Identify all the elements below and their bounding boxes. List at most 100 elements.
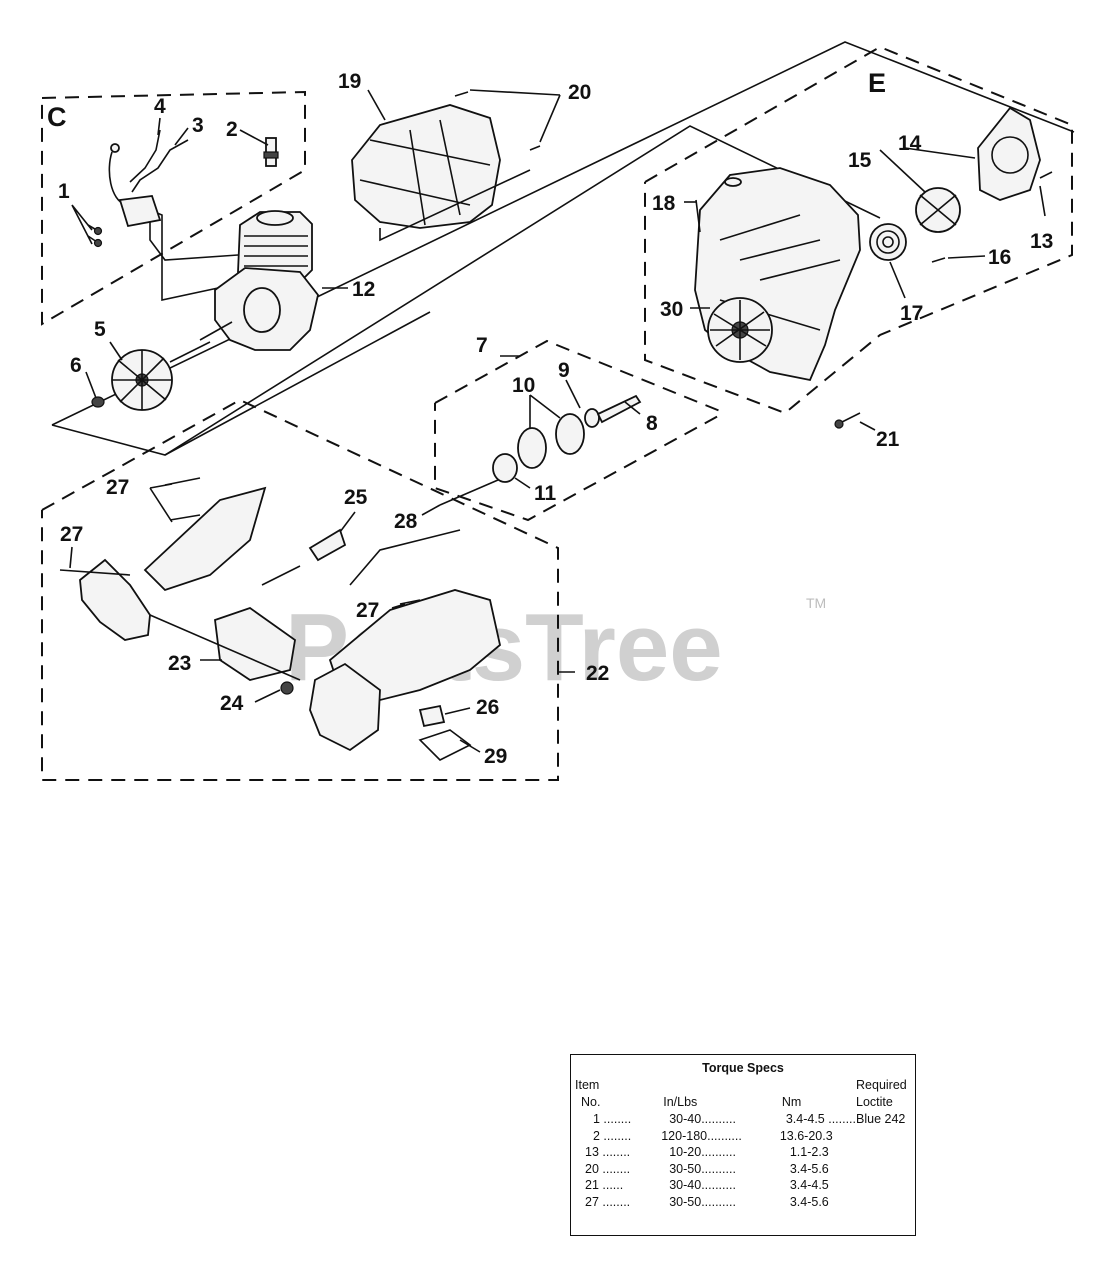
crankshaft-icon — [199, 321, 233, 341]
callout-16: 16 — [988, 246, 1011, 269]
clutch-drum-11-icon — [492, 453, 518, 483]
recoil-spring-coil-inner-icon — [882, 236, 894, 248]
torque-inlbs: 30-40.......... — [669, 1112, 736, 1126]
fan-housing-ribs-icon — [719, 214, 841, 331]
torque-item: 2 ........ — [593, 1128, 632, 1143]
engine-assembly-outline-3 — [164, 311, 431, 456]
torque-row: 2 ........ 120-180.......... 13.6-20.3 — [575, 1128, 907, 1145]
callout-13: 13 — [1030, 230, 1053, 253]
torque-nm: 1.1-2.3 — [789, 1145, 829, 1159]
ignition-terminal-icon — [110, 143, 120, 153]
header-inlbs: In/Lbs — [663, 1095, 698, 1109]
torque-item: 27 ........ — [585, 1194, 631, 1209]
torque-inlbs: 30-50.......... — [669, 1194, 736, 1209]
upper-housing-icon — [351, 104, 501, 229]
lead-wire-4-icon — [129, 129, 161, 183]
callout-18: 18 — [652, 192, 676, 215]
clutch-group-boundary — [434, 339, 721, 522]
fan-housing-spokes-icon — [710, 300, 770, 360]
callout-12: 12 — [352, 278, 375, 301]
callout-30: 30 — [660, 298, 683, 321]
starter-cover-ring-icon — [991, 136, 1029, 174]
torque-specs-title: Torque Specs — [702, 1061, 784, 1075]
callout-26: 26 — [476, 696, 499, 719]
torque-header-row-2: No. In/Lbs Nm Loctite — [575, 1094, 907, 1111]
header-required: Required — [856, 1078, 907, 1092]
callout-25: 25 — [344, 486, 368, 509]
shaft-8-icon — [596, 394, 642, 424]
tube-axis-line — [149, 614, 301, 681]
header-loctite: Loctite — [856, 1095, 893, 1109]
flywheel-axis-line — [169, 341, 211, 363]
flywheel-vanes-icon — [112, 350, 172, 410]
ground-wire-3-icon — [131, 139, 189, 193]
callout-23: 23 — [168, 652, 191, 675]
torque-loctite — [856, 1144, 907, 1161]
housing-screw-20-icon — [454, 91, 541, 151]
callout-11: 11 — [534, 482, 557, 505]
crankcase-bearing-icon — [243, 287, 281, 333]
starter-cover-icon — [977, 106, 1041, 201]
callout-15: 15 — [848, 149, 872, 172]
torque-nm: 3.4-5.6 — [789, 1161, 829, 1176]
torque-row: 27 ........ 30-50.......... 3.4-5.6 — [575, 1194, 907, 1211]
recoil-spring-coil-icon — [876, 230, 900, 254]
tube-cover-icon — [309, 662, 381, 752]
recoil-spring-icon — [869, 223, 907, 261]
section-e-label: E — [868, 68, 886, 98]
torque-item: 20 ........ — [585, 1161, 631, 1176]
torque-nm: 3.4-4.5 ........ — [785, 1112, 857, 1126]
clutch-shoe-10b-icon — [555, 413, 585, 455]
throttle-cable-icon — [261, 565, 301, 586]
torque-inlbs: 120-180.......... — [661, 1128, 742, 1143]
torque-inlbs: 30-50.......... — [669, 1161, 736, 1176]
tube-coupler-23-icon — [214, 606, 296, 681]
washer-9-icon — [584, 408, 600, 428]
torque-nm: 13.6-20.3 — [779, 1128, 833, 1143]
upper-housing-ribs-icon — [359, 119, 491, 226]
handle-bracket-icon — [143, 486, 267, 592]
callout-19: 19 — [338, 70, 361, 93]
torque-specs-table: Torque Specs Item Required No. In/Lbs Nm… — [570, 1054, 916, 1236]
callout-5: 5 — [94, 318, 106, 341]
torque-nm: 3.4-5.6 — [789, 1194, 829, 1209]
torque-row: 1 ........ 30-40.......... 3.4-4.5 .....… — [575, 1111, 907, 1128]
torque-inlbs: 10-20.......... — [669, 1145, 736, 1159]
section-c-label: C — [47, 102, 67, 132]
screw-head-1a-icon — [93, 226, 103, 236]
callout-8: 8 — [646, 412, 658, 435]
torque-loctite — [856, 1194, 907, 1211]
header-item: Item — [575, 1078, 600, 1092]
spark-plug-hex-icon — [263, 151, 279, 159]
callout-22: 22 — [586, 662, 609, 685]
watermark-tm: TM — [806, 595, 826, 611]
torque-row: 13 ........ 10-20.......... 1.1-2.3 — [575, 1144, 907, 1161]
callout-24: 24 — [220, 692, 244, 715]
cylinder-fins-icon — [244, 235, 308, 267]
clutch-axis-line — [439, 479, 499, 506]
callout-10: 10 — [512, 374, 535, 397]
callout-20: 20 — [568, 81, 591, 104]
section-e-boundary — [644, 45, 1073, 415]
torque-loctite — [856, 1161, 907, 1178]
screw-21-head-icon — [834, 419, 844, 429]
torque-nm: 3.4-4.5 — [789, 1178, 829, 1192]
nut-24-icon — [280, 681, 294, 695]
callout-9: 9 — [558, 359, 570, 382]
callout-14: 14 — [898, 132, 922, 155]
clip-18-icon — [724, 177, 742, 187]
callout-21: 21 — [876, 428, 900, 451]
callout-7: 7 — [476, 334, 488, 357]
torque-row: 21 ...... 30-40.......... 3.4-4.5 — [575, 1177, 907, 1194]
torque-item: 13 ........ — [585, 1145, 631, 1159]
screw-head-1b-icon — [93, 238, 103, 248]
callout-27-c: 27 — [356, 599, 379, 622]
callout-17: 17 — [900, 302, 923, 325]
callout-28: 28 — [394, 510, 418, 533]
header-nm: Nm — [781, 1095, 802, 1109]
callout-29: 29 — [484, 745, 507, 768]
torque-item: 1 ........ — [593, 1112, 632, 1126]
flywheel-nut-icon — [91, 396, 105, 408]
clutch-shoe-10a-icon — [517, 427, 547, 469]
screws-27-icon — [59, 477, 421, 605]
